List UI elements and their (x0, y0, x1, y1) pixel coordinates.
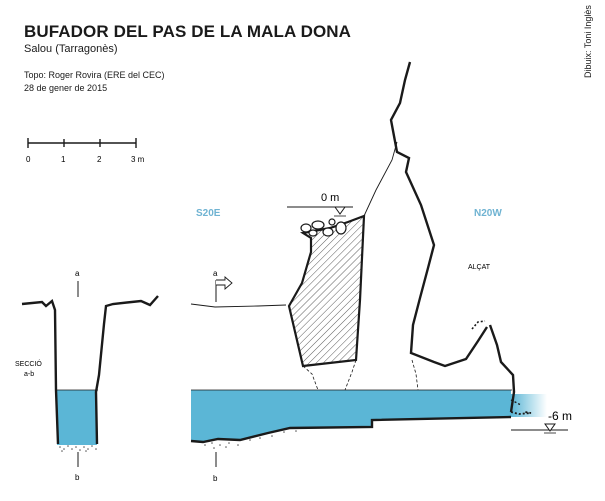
scale-bar: 0 1 2 3 m (26, 138, 145, 164)
elevation-water (191, 390, 511, 442)
elevation-view-label: ALÇAT (468, 264, 491, 271)
topo-credit: Topo: Roger Rovira (ERE del CEC) (24, 70, 165, 80)
elevation-profile: a b 0 m -6 m S20E N20W ALÇAT (190, 61, 572, 483)
section-label: SECCIÓ (15, 359, 42, 368)
section-water (57, 390, 97, 445)
section-marker-a: a (75, 269, 80, 278)
scale-label-2: 2 (97, 155, 102, 164)
direction-left: S20E (196, 208, 221, 219)
map-subtitle: Salou (Tarragonès) (24, 43, 118, 55)
map-title: BUFADOR DEL PAS DE LA MALA DONA (24, 22, 352, 41)
elevation-marker-b: b (213, 474, 218, 483)
section-marker-b: b (75, 473, 80, 482)
elevation-marker-a: a (213, 269, 218, 278)
scale-label-3: 3 m (131, 155, 145, 164)
cross-section: a b SECCIÓ a-b (15, 269, 159, 482)
level-water-label: -6 m (548, 409, 572, 423)
survey-date: 28 de gener de 2015 (24, 83, 108, 93)
rock-pillar (287, 214, 366, 368)
scale-label-1: 1 (61, 155, 66, 164)
direction-right: N20W (474, 208, 502, 219)
section-label-ab: a-b (24, 371, 34, 378)
level-zero-label: 0 m (321, 192, 339, 204)
scale-label-0: 0 (26, 155, 31, 164)
